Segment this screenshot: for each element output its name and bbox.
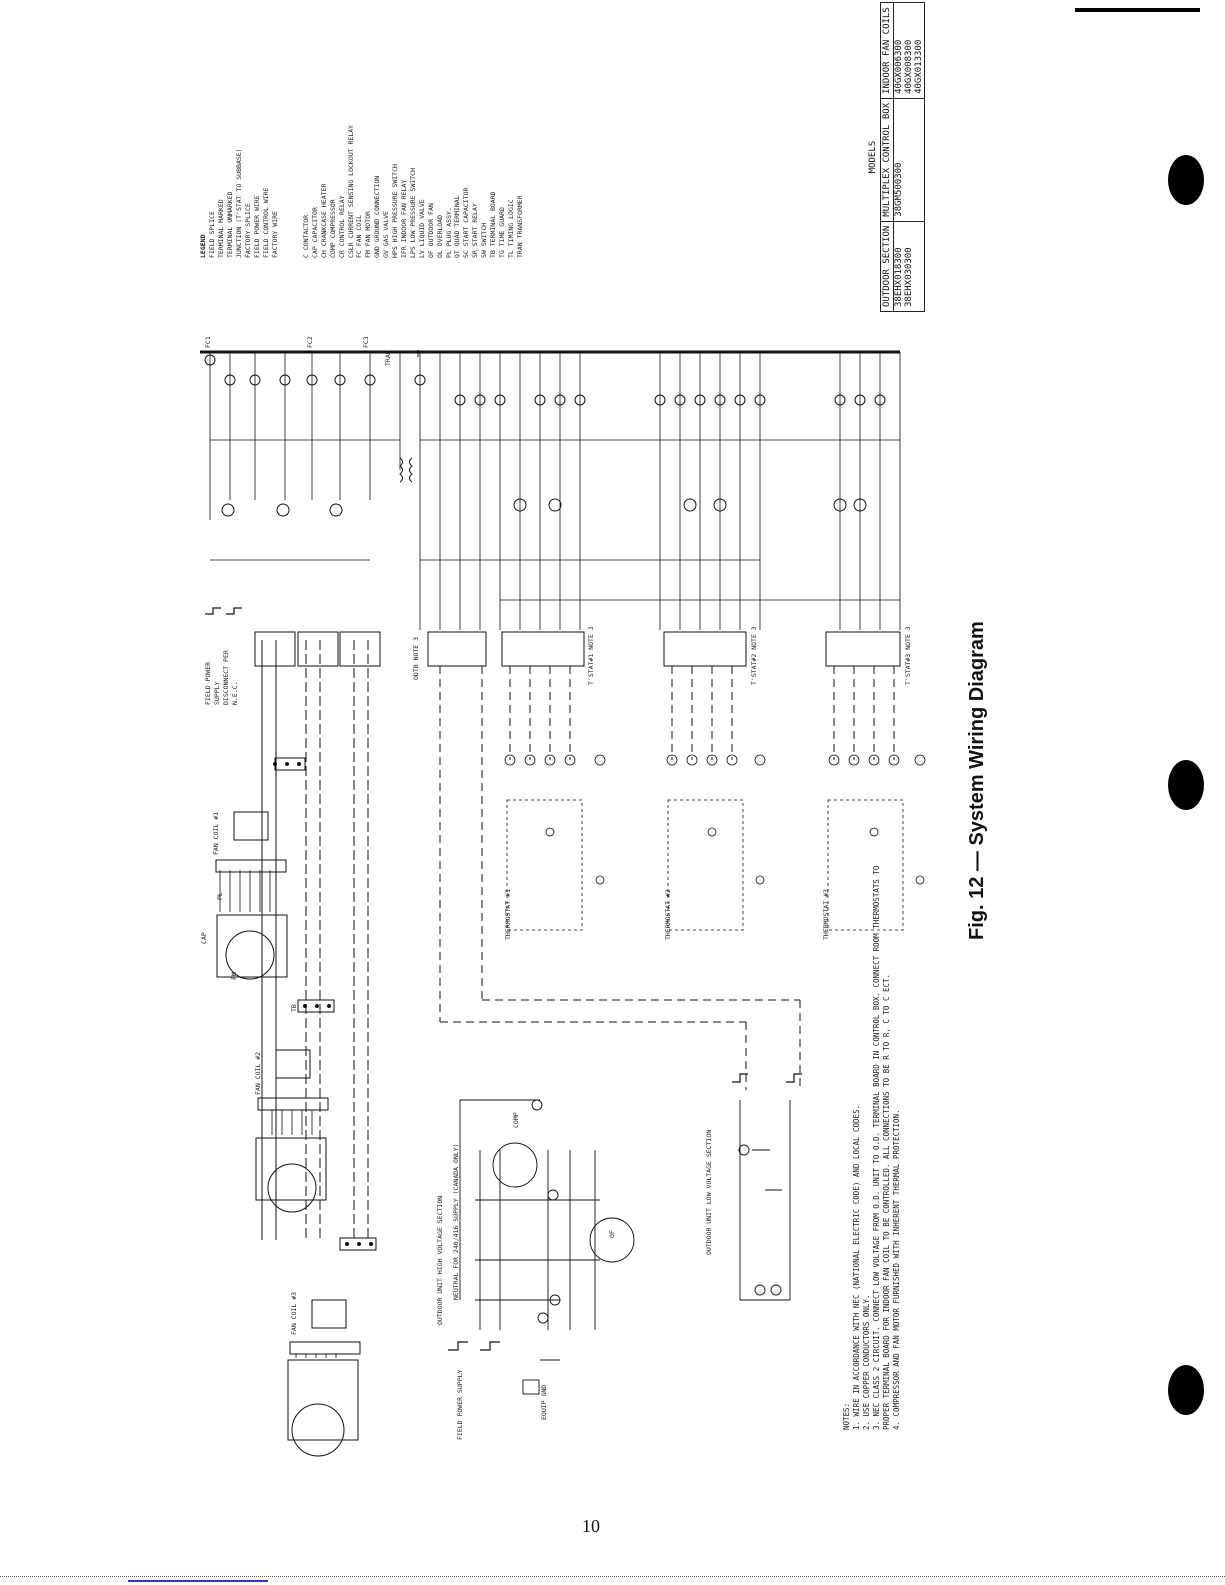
thermostat-3-label: THERMOSTAT #3 bbox=[822, 889, 830, 940]
abbr-item: TRAN TRANSFORMER bbox=[515, 195, 524, 258]
top-rule bbox=[1075, 8, 1200, 12]
fc1-label: FC1 bbox=[204, 336, 212, 348]
models-cell: 40GX006300 bbox=[893, 2, 904, 99]
tstat-block-2-label: T'STAT#2 NOTE 3 bbox=[750, 626, 758, 685]
binder-hole bbox=[1168, 760, 1204, 810]
thermostat-2-label: THERMOSTAT #2 bbox=[664, 889, 672, 940]
field-power-disconnect-label: FIELD POWER SUPPLY DISCONNECT PER N.E.C. bbox=[204, 650, 239, 705]
models-header: INDOOR FAN COILS bbox=[880, 2, 894, 99]
abbr-item: TG TIME GUARD bbox=[497, 207, 506, 258]
models-cell: 40GX013300 bbox=[914, 2, 925, 99]
of-label: OF bbox=[608, 1230, 616, 1238]
legend-symbol-item: FIELD SPLICE bbox=[208, 211, 216, 258]
cap-label: CAP bbox=[200, 932, 208, 944]
legend-symbol-item: FACTORY SPLICE bbox=[244, 203, 252, 258]
legend-symbols: FIELD SPLICE TERMINAL MARKED TERMINAL UN… bbox=[208, 148, 280, 258]
abbr-item: IFR INDOOR FAN RELAY bbox=[399, 179, 408, 258]
abbr-item: CR CONTROL RELAY bbox=[337, 195, 346, 258]
binder-hole bbox=[1168, 1365, 1204, 1415]
comp-label: COMP bbox=[512, 1112, 520, 1128]
abbr-item: OL OVERLOAD bbox=[435, 214, 444, 258]
fan-coil-1-label: FAN COIL #1 bbox=[212, 811, 220, 855]
pl-label: PL bbox=[216, 892, 224, 900]
models-title: MODELS bbox=[868, 140, 878, 174]
legend-symbol-item: TERMINAL UNMARKED bbox=[226, 191, 234, 258]
abbr-item: TL TIMING LOGIC bbox=[506, 199, 515, 258]
legend-symbol-item: FIELD POWER WIRE bbox=[253, 195, 261, 258]
thermostat-1-label: THERMOSTAT #1 bbox=[504, 889, 512, 940]
models-cell bbox=[904, 98, 914, 222]
figure-caption: Fig. 12 — System Wiring Diagram bbox=[966, 621, 988, 940]
field-power-supply-label: FIELD POWER SUPPLY bbox=[456, 1369, 464, 1440]
equip-gnd-label: EQUIP GND bbox=[540, 1384, 548, 1420]
abbr-item: HPS HIGH PRESSURE SWITCH bbox=[391, 164, 400, 258]
tb-label: TB bbox=[290, 1004, 298, 1012]
hv-section-label: OUTDOOR UNIT HIGH VOLTAGE SECTION bbox=[436, 1195, 444, 1325]
lv-section-label: OUTDOOR UNIT LOW VOLTAGE SECTION bbox=[705, 1129, 713, 1255]
notes-title: NOTES: bbox=[842, 1402, 851, 1430]
models-table: MODELS OUTDOOR SECTION MULTIPLEX CONTROL… bbox=[868, 2, 925, 312]
legend-title: LEGEND bbox=[199, 234, 207, 258]
models-grid: OUTDOOR SECTION MULTIPLEX CONTROL BOX IN… bbox=[880, 2, 925, 312]
abbr-item: CSLR CURRENT SENSING LOCKOUT RELAY bbox=[346, 124, 355, 258]
abbr-item: CAP CAPACITOR bbox=[310, 207, 319, 258]
tstat-block-3-label: T'STAT#3 NOTE 3 bbox=[904, 626, 912, 685]
legend-symbol-item: TERMINAL MARKED bbox=[217, 199, 225, 258]
abbr-item: GV GAS VALVE bbox=[382, 211, 391, 258]
abbr-item: C CONTACTOR bbox=[302, 214, 310, 258]
models-cell bbox=[914, 221, 925, 312]
abbr-item: FM FAN MOTOR bbox=[364, 211, 373, 258]
models-cell: 38EHX018300 bbox=[893, 221, 904, 312]
note-item: 1. WIRE IN ACCORDANCE WITH NEC (NATIONAL… bbox=[852, 1104, 861, 1430]
legend-symbol-item: JUNCTION (T'STAT TO SUBBASE) bbox=[235, 148, 243, 258]
fc3-label: FC3 bbox=[362, 336, 370, 348]
binder-hole bbox=[1168, 155, 1204, 205]
models-header: MULTIPLEX CONTROL BOX bbox=[880, 98, 894, 222]
abbr-item: TB TERMINAL BOARD bbox=[489, 191, 498, 258]
abbr-item: SW SWITCH bbox=[480, 222, 489, 258]
abbr-item: FC FAN COIL bbox=[355, 214, 364, 258]
legend-abbreviations: C CONTACTOR CAP CAPACITOR CH CRANKCASE H… bbox=[302, 125, 525, 258]
note-item: 4. COMPRESSOR AND FAN MOTOR FURNISHED WI… bbox=[892, 1109, 901, 1430]
legend-symbol-item: FACTORY WIRE bbox=[271, 211, 279, 258]
models-cell: 38EHX030300 bbox=[904, 221, 914, 312]
fm-label: FM bbox=[230, 972, 238, 980]
tstat-block-1-label: T'STAT#1 NOTE 3 bbox=[587, 626, 595, 685]
models-cell bbox=[914, 98, 925, 222]
models-header: OUTDOOR SECTION bbox=[880, 221, 894, 312]
abbr-item: PL PLUG ASSY. bbox=[444, 207, 453, 258]
bottom-rule bbox=[0, 1576, 1225, 1577]
fan-coil-2-label: FAN COIL #2 bbox=[254, 1051, 262, 1095]
abbr-item: SR START RELAY bbox=[471, 203, 480, 258]
odtb-label: ODTB NOTE 3 bbox=[412, 636, 420, 680]
models-cell: 38GM500300 bbox=[893, 98, 904, 222]
abbr-item: COMP COMPRESSOR bbox=[328, 199, 337, 258]
bottom-link-bar bbox=[128, 1580, 268, 1582]
fc2-label: FC2 bbox=[306, 336, 314, 348]
abbr-item: LV LIQUID VALVE bbox=[417, 199, 426, 258]
abbr-item: SC START CAPACITOR bbox=[462, 187, 471, 258]
legend: LEGEND FIELD SPLICE TERMINAL MARKED TERM… bbox=[199, 148, 280, 258]
abbr-item: CH CRANKCASE HEATER bbox=[319, 183, 328, 258]
abbr-item: QT QUAD TERMINAL bbox=[453, 195, 462, 258]
abbr-item: LPS LOW PRESSURE SWITCH bbox=[408, 167, 417, 258]
abbr-item: GND GROUND CONNECTION bbox=[373, 175, 382, 258]
models-cell: 40GX008300 bbox=[904, 2, 914, 99]
page-number: 10 bbox=[582, 1516, 600, 1536]
neutral-note-label: NEUTRAL FOR 240/416 SUPPLY (CANADA ONLY) bbox=[452, 1143, 460, 1300]
note-item: 2. USE COPPER CONDUCTORS ONLY. bbox=[862, 1294, 871, 1430]
legend-symbol-item: FIELD CONTROL WIRE bbox=[262, 187, 270, 258]
abbr-item: OF OUTDOOR FAN bbox=[426, 203, 435, 258]
notes: NOTES: 1. WIRE IN ACCORDANCE WITH NEC (N… bbox=[842, 840, 902, 1430]
note-item: 3. NEC CLASS 2 CIRCUIT. CONNECT LOW VOLT… bbox=[872, 865, 891, 1430]
fan-coil-3-label: FAN COIL #3 bbox=[290, 1291, 298, 1335]
tran-label: TRAN bbox=[384, 350, 392, 366]
